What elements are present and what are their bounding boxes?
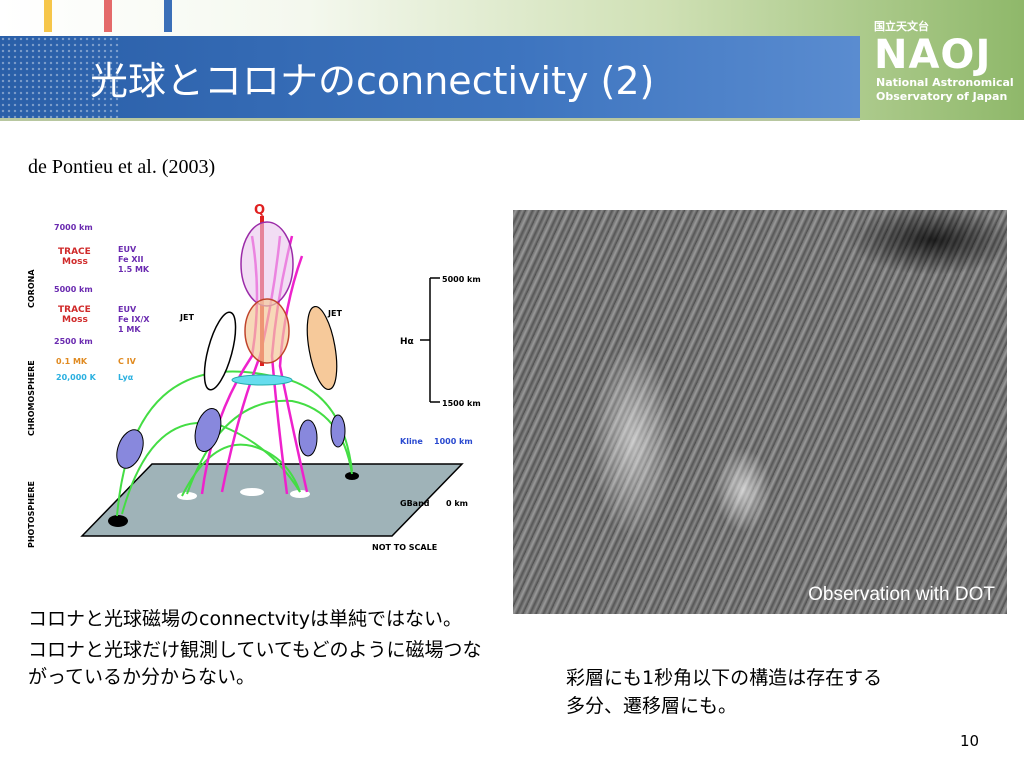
label-euv1: EUV: [118, 245, 137, 254]
footpoint-white-3: [290, 490, 310, 498]
slide-title: 光球とコロナのconnectivity (2): [90, 59, 655, 103]
label-kline-km: 1000 km: [434, 437, 473, 446]
label-lya: Lyα: [118, 373, 134, 382]
label-not-to-scale: NOT TO SCALE: [372, 543, 437, 552]
right-line-2: 多分、遷移層にも。: [566, 695, 738, 717]
label-fe9: Fe IX/X: [118, 315, 150, 324]
title-band: [0, 36, 860, 121]
middle-hatched-region: [244, 298, 290, 364]
left-paragraph-1: コロナと光球磁場のconnectvityは単純ではない。: [28, 608, 462, 630]
label-trace2: TRACE: [58, 305, 91, 315]
green-loop-4: [181, 443, 301, 497]
label-2500km: 2500 km: [54, 337, 93, 346]
slide-header: 光球とコロナのconnectivity (2) 国立天文台 NAOJ Natio…: [0, 0, 1024, 121]
right-line-1: 彩層にも1秒角以下の構造は存在する: [566, 667, 883, 689]
logo-subtitle-line1: National Astronomical: [876, 76, 1014, 89]
chromospheric-blob-1: [116, 429, 144, 469]
label-chromosphere: CHROMOSPHERE: [27, 360, 36, 436]
label-civ: C IV: [118, 357, 137, 366]
cyan-band: [231, 374, 293, 386]
q-label: Q: [254, 203, 265, 218]
page-number: 10: [960, 732, 980, 750]
right-text-block: 彩層にも1秒角以下の構造は存在する 多分、遷移層にも。: [566, 664, 1006, 720]
label-trace1: TRACE: [58, 247, 91, 257]
footpoint-white-2: [240, 488, 264, 496]
chromospheric-blob-2: [194, 408, 222, 452]
logo-japanese-text: 国立天文台: [874, 20, 929, 33]
header-accent-bar-yellow: [44, 0, 52, 32]
label-fe12: Fe XII: [118, 255, 143, 264]
jet-right: [306, 305, 338, 391]
footpoint-dark-right: [345, 472, 359, 480]
label-kline: Kline: [400, 437, 423, 446]
left-paragraph-2: コロナと光球だけ観測していてもどのように磁場つながっているか分からない。: [28, 639, 482, 688]
jet-left: [203, 311, 237, 391]
dot-observation-image: Observation with DOT: [513, 210, 1007, 614]
label-moss1: Moss: [62, 257, 88, 267]
magnetic-connectivity-diagram: Q CORONA CHROMOSPHERE PHOTOSPHERE 7000 k…: [22, 196, 492, 558]
magenta-line-4: [278, 255, 309, 493]
chromospheric-blob-3: [298, 419, 318, 457]
upper-hatched-region: [240, 221, 294, 307]
label-ha-bottom: 1500 km: [442, 399, 481, 408]
label-1mk: 1 MK: [118, 325, 141, 334]
diagram-svg: Q CORONA CHROMOSPHERE PHOTOSPHERE 7000 k…: [27, 203, 481, 552]
label-gband: GBand: [400, 499, 430, 508]
label-0-1mk: 0.1 MK: [56, 357, 88, 366]
label-jet-left: JET: [179, 313, 194, 322]
green-loop-2: [121, 421, 301, 515]
label-gband-km: 0 km: [446, 499, 468, 508]
title-band-dot-pattern: [0, 36, 120, 118]
label-20000k: 20,000 K: [56, 373, 97, 382]
left-text-block: コロナと光球磁場のconnectvityは単純ではない。 コロナと光球だけ観測し…: [28, 606, 498, 695]
header-accent-bar-red: [104, 0, 112, 32]
label-7000km: 7000 km: [54, 223, 93, 232]
footpoint-dark-left: [108, 515, 128, 527]
photosphere-plane: [80, 463, 464, 537]
logo-naoj-text: NAOJ: [874, 32, 992, 78]
label-moss2: Moss: [62, 315, 88, 325]
label-ha-top: 5000 km: [442, 275, 481, 284]
photo-caption: Observation with DOT: [808, 584, 995, 605]
label-5000km: 5000 km: [54, 285, 93, 294]
label-ha: Hα: [400, 337, 414, 347]
label-photosphere: PHOTOSPHERE: [27, 481, 36, 548]
label-euv2: EUV: [118, 305, 137, 314]
label-1-5mk: 1.5 MK: [118, 265, 150, 274]
label-jet-right: JET: [327, 309, 342, 318]
chromospheric-blob-4: [330, 414, 346, 448]
citation: de Pontieu et al. (2003): [28, 156, 216, 178]
logo-subtitle-line2: Observatory of Japan: [876, 90, 1008, 103]
header-accent-bar-blue: [164, 0, 172, 32]
naoj-logo: 国立天文台 NAOJ National Astronomical Observa…: [866, 10, 1022, 110]
label-corona: CORONA: [27, 269, 36, 308]
